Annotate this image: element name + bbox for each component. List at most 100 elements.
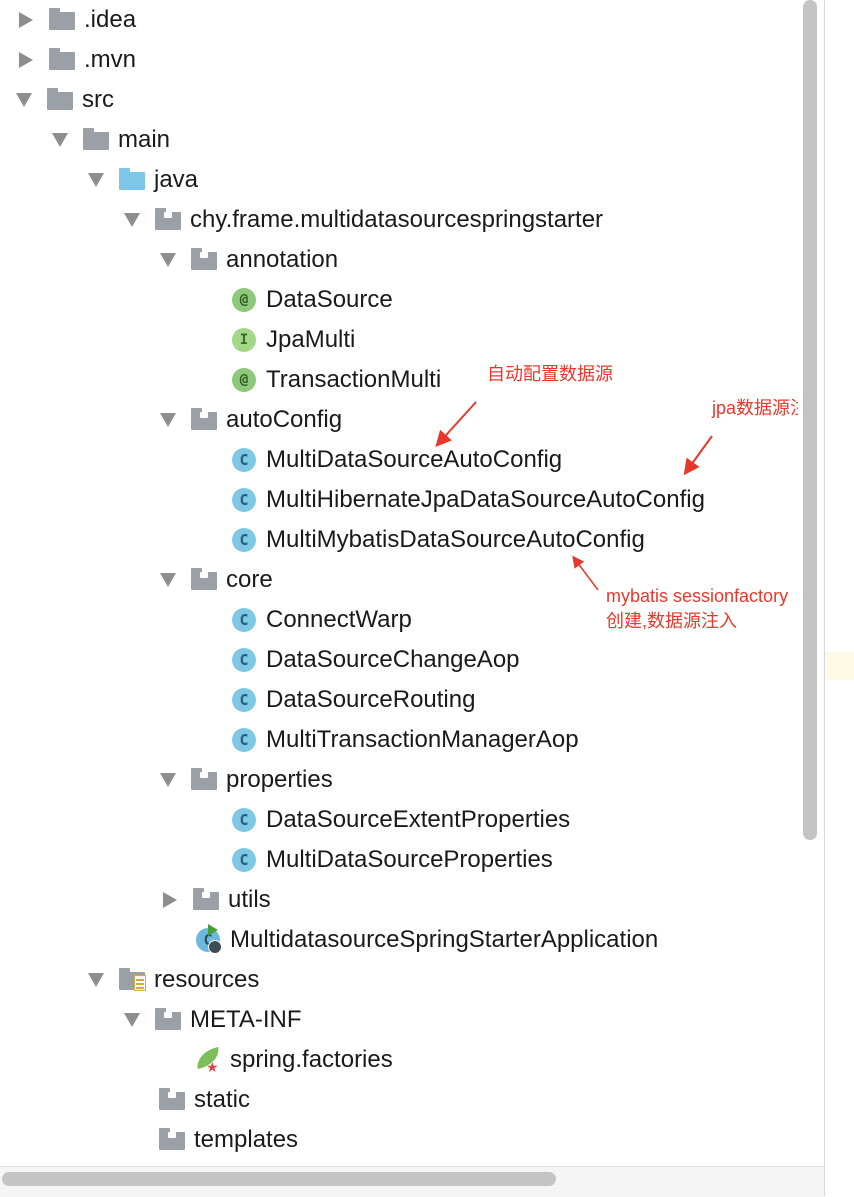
package-icon — [190, 246, 218, 274]
chevron-right-icon[interactable] — [16, 10, 36, 30]
tree-item-multihibernate[interactable]: C MultiHibernateJpaDataSourceAutoConfig — [198, 480, 705, 520]
horizontal-scrollbar[interactable] — [2, 1172, 556, 1186]
tree-item-label: annotation — [226, 246, 339, 273]
package-icon — [190, 566, 218, 594]
tree-item-datasource[interactable]: @ DataSource — [198, 280, 393, 320]
class-icon: C — [230, 526, 258, 554]
tree-item-label: .idea — [84, 6, 137, 33]
tree-item-label: autoConfig — [226, 406, 343, 433]
tree-item-multidatasourceproperties[interactable]: C MultiDataSourceProperties — [198, 840, 553, 880]
editor-gutter — [824, 0, 854, 1196]
tree-item-label: MultiDataSourceProperties — [266, 846, 553, 873]
tree-item-multidatasourceautoconfig[interactable]: C MultiDataSourceAutoConfig — [198, 440, 562, 480]
folder-icon — [48, 6, 76, 34]
spring-leaf-icon: ★ — [194, 1046, 222, 1074]
tree-item-package[interactable]: chy.frame.multidatasourcespringstarter — [122, 200, 603, 240]
tree-item-label: java — [154, 166, 199, 193]
chevron-down-icon[interactable] — [158, 410, 178, 430]
package-icon — [158, 1086, 186, 1114]
chevron-down-icon[interactable] — [14, 90, 34, 110]
tree-item-label: MultiMybatisDataSourceAutoConfig — [266, 526, 645, 553]
tree-item-multimybatis[interactable]: C MultiMybatisDataSourceAutoConfig — [198, 520, 645, 560]
vertical-scrollbar[interactable] — [803, 0, 817, 840]
class-icon: C — [230, 726, 258, 754]
tree-item-connectwarp[interactable]: C ConnectWarp — [198, 600, 412, 640]
tree-item-annotation[interactable]: annotation — [158, 240, 338, 280]
tree-item-multitransactionmanageraop[interactable]: C MultiTransactionManagerAop — [198, 720, 579, 760]
package-icon — [190, 406, 218, 434]
tree-item-src[interactable]: src — [14, 80, 114, 120]
tree-item-static[interactable]: static — [126, 1080, 250, 1120]
tree-item-label: core — [226, 566, 273, 593]
tree-item-templates[interactable]: templates — [126, 1120, 298, 1160]
package-icon — [192, 886, 220, 914]
tree-item-label: properties — [226, 766, 333, 793]
tree-item-label: DataSourceRouting — [266, 686, 476, 713]
tree-item-label: MultiDataSourceAutoConfig — [266, 446, 563, 473]
note-mybatis-line1: mybatis sessionfactory — [606, 586, 789, 606]
tree-item-datasourceextentproperties[interactable]: C DataSourceExtentProperties — [198, 800, 570, 840]
tree-item-springfactories[interactable]: ★ spring.factories — [162, 1040, 393, 1080]
tree-item-resources[interactable]: resources — [86, 960, 259, 1000]
tree-item-label: resources — [154, 966, 260, 993]
folder-icon — [48, 46, 76, 74]
tree-item-label: static — [194, 1086, 251, 1113]
package-icon — [190, 766, 218, 794]
tree-item-label: TransactionMulti — [266, 366, 442, 393]
tree-item-label: src — [82, 86, 114, 113]
class-icon: C — [230, 646, 258, 674]
class-icon: C — [230, 446, 258, 474]
tree-item-mvn[interactable]: .mvn — [16, 40, 136, 80]
chevron-down-icon[interactable] — [122, 1010, 142, 1030]
tree-item-application[interactable]: C MultidatasourceSpringStarterApplicatio… — [162, 920, 658, 960]
tree-item-jpamulti[interactable]: I JpaMulti — [198, 320, 355, 360]
tree-item-core[interactable]: core — [158, 560, 273, 600]
tree-item-datasourcechangeaop[interactable]: C DataSourceChangeAop — [198, 640, 520, 680]
note-jpa-inject: jpa数据源注入 — [712, 398, 798, 418]
class-icon: C — [230, 606, 258, 634]
tree-item-label: DataSourceExtentProperties — [266, 806, 571, 833]
tree-item-autoconfig[interactable]: autoConfig — [158, 400, 342, 440]
tree-item-label: utils — [228, 886, 271, 913]
chevron-down-icon[interactable] — [158, 570, 178, 590]
chevron-down-icon[interactable] — [86, 170, 106, 190]
chevron-right-icon[interactable] — [160, 890, 180, 910]
tree-item-label: chy.frame.multidatasourcespringstarter — [190, 206, 604, 233]
tree-item-label: MultiHibernateJpaDataSourceAutoConfig — [266, 486, 705, 513]
arrow-mybatis — [572, 555, 599, 591]
tree-item-properties[interactable]: properties — [158, 760, 333, 800]
tree-item-label: DataSourceChangeAop — [266, 646, 520, 673]
annotation-type-icon: @ — [230, 286, 258, 314]
tree-item-label: DataSource — [266, 286, 393, 313]
chevron-down-icon[interactable] — [50, 130, 70, 150]
arrow-jpa-inject — [683, 435, 713, 476]
spring-boot-run-icon: C — [194, 924, 222, 954]
tree-item-metainf[interactable]: META-INF — [122, 1000, 302, 1040]
interface-icon: I — [230, 326, 258, 354]
tree-item-main[interactable]: main — [50, 120, 170, 160]
tree-item-label: META-INF — [190, 1006, 302, 1033]
chevron-down-icon[interactable] — [158, 770, 178, 790]
tree-item-label: .mvn — [84, 46, 137, 73]
chevron-down-icon[interactable] — [158, 250, 178, 270]
tree-item-label: spring.factories — [230, 1046, 393, 1073]
tree-item-label: main — [118, 126, 171, 153]
project-tree-panel: .idea .mvn src main java chy.frame.multi… — [14, 0, 798, 1160]
class-icon: C — [230, 846, 258, 874]
resources-folder-icon — [118, 966, 146, 994]
tree-item-idea[interactable]: .idea — [16, 0, 136, 40]
chevron-right-icon[interactable] — [16, 50, 36, 70]
note-auto-datasource: 自动配置数据源 — [487, 364, 613, 384]
tree-item-transactionmulti[interactable]: @ TransactionMulti — [198, 360, 441, 400]
note-mybatis-line2: 创建,数据源注入 — [606, 611, 738, 631]
chevron-down-icon[interactable] — [122, 210, 142, 230]
tree-item-label: MultidatasourceSpringStarterApplication — [230, 926, 659, 953]
annotation-type-icon: @ — [230, 366, 258, 394]
package-icon — [158, 1126, 186, 1154]
tree-item-utils[interactable]: utils — [160, 880, 271, 920]
chevron-down-icon[interactable] — [86, 970, 106, 990]
source-folder-icon — [118, 166, 146, 194]
tree-item-java[interactable]: java — [86, 160, 198, 200]
package-icon — [154, 206, 182, 234]
tree-item-datasourcerouting[interactable]: C DataSourceRouting — [198, 680, 475, 720]
